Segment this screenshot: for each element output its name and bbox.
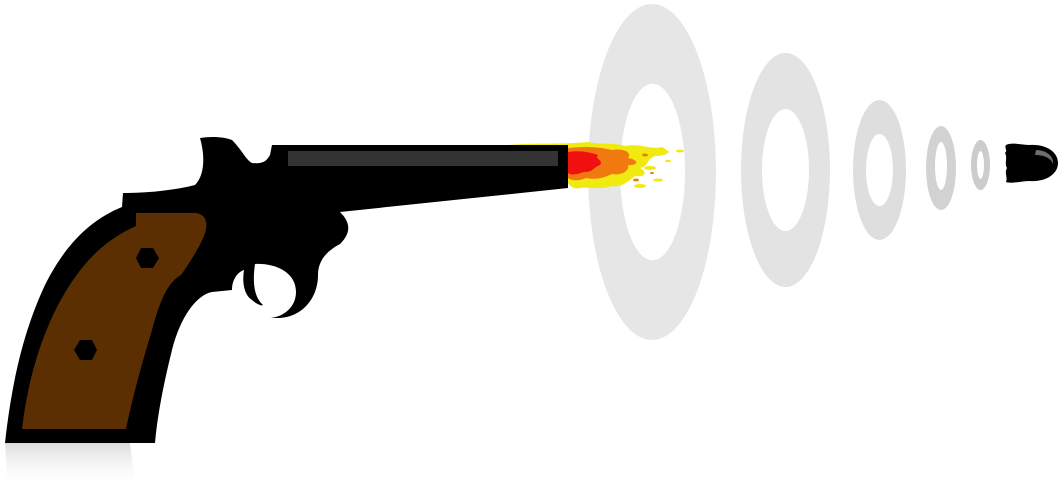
shockwave-ring-2 (741, 53, 830, 288)
grip-screw-bottom (74, 340, 97, 360)
grip-screw-top (136, 248, 159, 268)
bullet-icon (1005, 143, 1058, 183)
shockwave-ring-3 (853, 100, 906, 240)
shockwave-rings (588, 4, 990, 340)
shockwave-ring-1 (588, 4, 716, 340)
trigger-guard (232, 263, 296, 318)
flame-icon (498, 142, 684, 189)
shockwave-ring-4 (926, 126, 956, 210)
gun-icon (5, 136, 568, 489)
barrel-highlight (288, 151, 558, 166)
grip-reflection (5, 443, 136, 489)
grip-panel (22, 213, 207, 429)
shockwave-ring-5 (971, 140, 990, 190)
